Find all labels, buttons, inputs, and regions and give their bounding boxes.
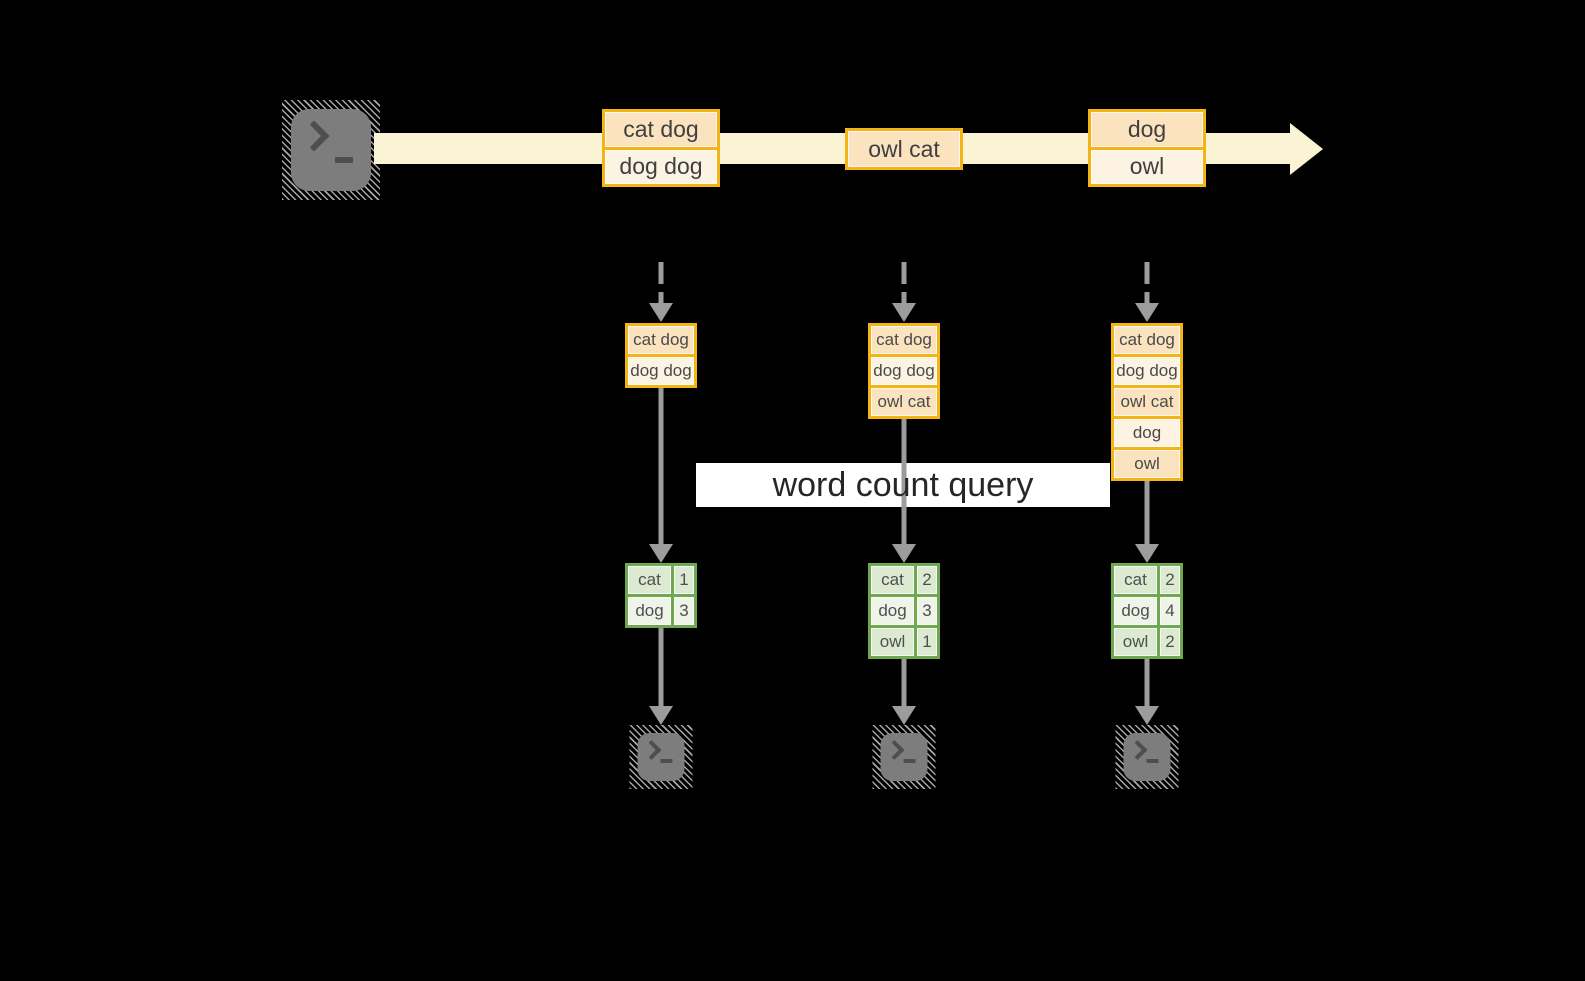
- ingest-arrowhead-icon: [649, 303, 673, 322]
- prompt-chevron-icon: [298, 120, 330, 152]
- count-value: 2: [1157, 566, 1180, 594]
- count-word: cat: [871, 566, 914, 594]
- count-value: 3: [914, 597, 937, 625]
- sink-terminal-icon: [629, 725, 693, 789]
- source-terminal-icon: [282, 100, 380, 200]
- count-value: 2: [1157, 628, 1180, 656]
- count-word: cat: [628, 566, 671, 594]
- sink-terminal-icon: [872, 725, 936, 789]
- buffer-row: cat dog: [628, 326, 694, 354]
- count-value: 2: [914, 566, 937, 594]
- terminal-icon: [880, 733, 928, 781]
- prompt-underscore-icon: [660, 759, 673, 763]
- sink-terminal-icon: [1115, 725, 1179, 789]
- stream-event-text: cat dog: [605, 112, 717, 147]
- sink-flow-arrow: [1144, 659, 1150, 708]
- query-flow-arrow: [1144, 481, 1150, 546]
- stream-event-text: owl: [1091, 146, 1203, 184]
- count-value: 1: [914, 628, 937, 656]
- stream-event-box: owl cat: [845, 128, 963, 170]
- terminal-icon: [637, 733, 685, 781]
- buffer-row: owl cat: [871, 385, 937, 416]
- count-word: dog: [1114, 597, 1157, 625]
- query-flow-arrow: [901, 419, 907, 546]
- ingest-arrowhead-icon: [1135, 303, 1159, 322]
- buffer-row: cat dog: [871, 326, 937, 354]
- ingest-dashed-arrow: [901, 262, 907, 306]
- count-word: owl: [871, 628, 914, 656]
- ingest-dashed-arrow: [1144, 262, 1150, 306]
- query-flow-arrowhead-icon: [649, 544, 673, 563]
- prompt-chevron-icon: [641, 740, 662, 760]
- prompt-underscore-icon: [1146, 759, 1159, 763]
- query-flow-arrow: [658, 388, 664, 546]
- buffer-row: dog dog: [871, 354, 937, 385]
- ingest-arrowhead-icon: [892, 303, 916, 322]
- query-label: word count query: [772, 466, 1034, 504]
- buffer-row: cat dog: [1114, 326, 1180, 354]
- terminal-icon: [291, 109, 371, 191]
- stream-arrowhead-icon: [1290, 123, 1323, 175]
- stream-event-text: dog dog: [605, 146, 717, 184]
- buffer-row: dog dog: [628, 354, 694, 385]
- prompt-chevron-icon: [884, 740, 905, 760]
- buffer-row: dog dog: [1114, 354, 1180, 385]
- count-word: owl: [1114, 628, 1157, 656]
- buffer-row: owl: [1114, 447, 1180, 478]
- count-value: 4: [1157, 597, 1180, 625]
- query-flow-arrowhead-icon: [892, 544, 916, 563]
- prompt-chevron-icon: [1127, 740, 1148, 760]
- prompt-underscore-icon: [335, 157, 353, 163]
- ingest-dashed-arrow: [658, 262, 664, 306]
- count-value: 3: [671, 597, 694, 625]
- count-word: dog: [628, 597, 671, 625]
- buffer-row: dog: [1114, 416, 1180, 447]
- terminal-icon: [1123, 733, 1171, 781]
- count-word: cat: [1114, 566, 1157, 594]
- sink-flow-arrowhead-icon: [892, 706, 916, 725]
- stream-event-text: owl cat: [848, 131, 960, 167]
- sink-flow-arrow: [901, 659, 907, 708]
- count-value: 1: [671, 566, 694, 594]
- prompt-underscore-icon: [903, 759, 916, 763]
- sink-flow-arrowhead-icon: [1135, 706, 1159, 725]
- sink-flow-arrowhead-icon: [649, 706, 673, 725]
- buffer-row: owl cat: [1114, 385, 1180, 416]
- sink-flow-arrow: [658, 628, 664, 708]
- count-word: dog: [871, 597, 914, 625]
- stream-event-text: dog: [1091, 112, 1203, 147]
- query-flow-arrowhead-icon: [1135, 544, 1159, 563]
